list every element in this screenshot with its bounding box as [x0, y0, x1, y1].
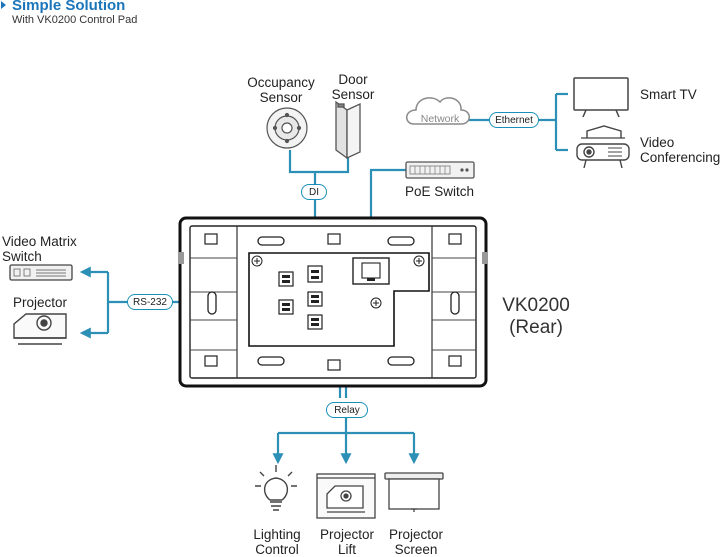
header-title: Simple Solution [12, 0, 126, 14]
di-pill: DI [301, 184, 327, 200]
di-line-sensors [288, 150, 350, 174]
device-name-label: VK0200(Rear) [502, 295, 570, 338]
smart-tv-label: Smart TV [640, 87, 697, 102]
rs232-pill: RS-232 [127, 294, 173, 310]
header-subtitle: With VK0200 Control Pad [12, 14, 138, 26]
smart-tv-icon [573, 77, 629, 118]
projector-lift-icon [316, 473, 376, 519]
occupancy-sensor-icon [266, 107, 308, 149]
network-cloud-label: Network [421, 113, 460, 125]
poe-switch-label: PoE Switch [405, 184, 475, 199]
vk0200-device [178, 216, 488, 388]
poe-switch-icon [405, 161, 475, 179]
projector-icon [13, 313, 67, 345]
relay-pill: Relay [326, 402, 368, 418]
video-conferencing-icon [576, 125, 630, 169]
door-sensor-icon [335, 100, 361, 160]
projector-label: Projector [13, 295, 68, 310]
header-arrow-icon [1, 1, 6, 9]
projector-screen-icon [384, 472, 444, 512]
lighting-bulb-icon [255, 465, 297, 511]
ethernet-pill: Ethernet [489, 112, 539, 128]
network-cloud-icon [406, 97, 470, 125]
video-matrix-switch-icon [9, 264, 73, 281]
